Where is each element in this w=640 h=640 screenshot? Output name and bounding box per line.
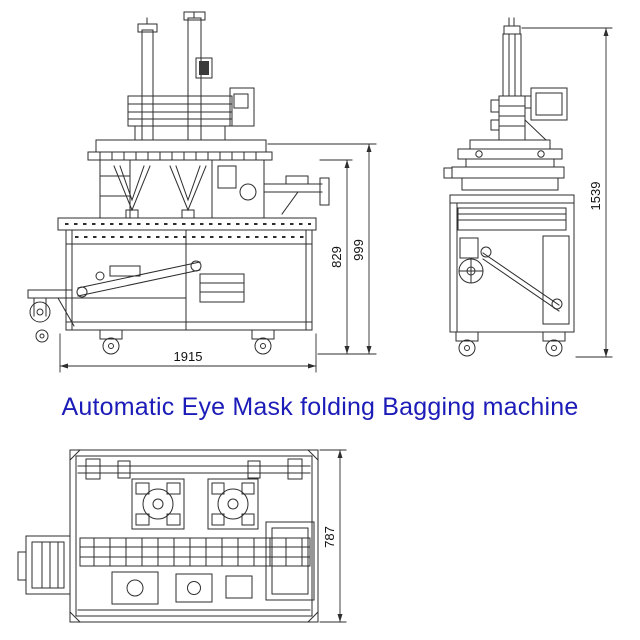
dimension-front-width: 1915 (59, 333, 317, 373)
drawing-title: Automatic Eye Mask folding Bagging machi… (61, 393, 579, 421)
front-view (27, 11, 330, 355)
dimension-top-depth: 787 (319, 449, 347, 623)
dimension-front-total-height: 999 (267, 143, 377, 355)
dim-side-height-label: 1539 (588, 182, 603, 211)
dim-top-depth-label: 787 (322, 526, 337, 548)
dimension-side-height: 1539 (521, 27, 613, 358)
dim-front-total-height-label: 999 (351, 239, 366, 261)
top-view (17, 449, 319, 623)
dim-front-upper-height-label: 829 (329, 246, 344, 268)
side-view (443, 17, 575, 357)
dimension-front-upper-height: 829 (317, 159, 377, 355)
dim-front-width-label: 1915 (174, 349, 203, 364)
